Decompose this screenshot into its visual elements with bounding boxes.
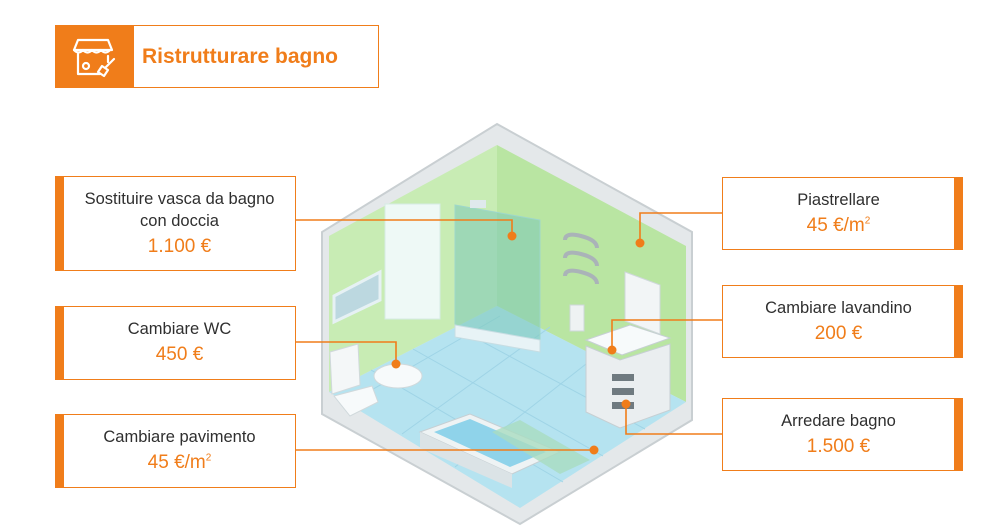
card-floor-label: Cambiare pavimento — [103, 428, 256, 446]
connectors — [296, 212, 722, 451]
wall-cabinet — [332, 269, 382, 325]
connector-wc — [296, 341, 397, 364]
card-shower-label-1: Sostituire vasca da bagno — [84, 189, 275, 208]
connector-furniture — [625, 404, 722, 435]
page-title: Ristrutturare bagno — [142, 44, 339, 68]
header-box: Ristrutturare bagno — [55, 25, 379, 88]
floor — [329, 306, 686, 508]
shower-head — [470, 200, 486, 208]
card-floor: Cambiare pavimento 45 €/m2 — [55, 414, 296, 488]
header-icon-bg — [56, 26, 134, 87]
dot-wc — [391, 359, 401, 369]
card-floor-price-wrap: 45 €/m2 — [148, 450, 212, 476]
connector-sink — [611, 319, 722, 350]
wc-bowl — [333, 385, 379, 417]
dot-sink — [607, 345, 617, 355]
connector-dots — [391, 231, 645, 455]
card-shower-price: 1.100 € — [147, 235, 212, 257]
connector-shower — [296, 219, 513, 236]
card-tiles-price: 45 €/m — [806, 214, 865, 236]
card-sink: Cambiare lavandino 200 € — [722, 285, 963, 358]
bath-mat — [492, 420, 590, 474]
card-furniture: Arredare bagno 1.500 € — [722, 398, 963, 471]
paper-holder — [569, 304, 585, 332]
towel-radiator — [563, 232, 599, 285]
card-floor-price: 45 €/m — [147, 452, 206, 473]
card-furniture-price: 1.500 € — [806, 435, 871, 457]
card-tiles-label: Piastrellare — [797, 190, 880, 209]
wc-tank — [329, 343, 361, 395]
card-wc-label: Cambiare WC — [127, 320, 232, 338]
window — [384, 203, 441, 320]
sink-unit — [585, 343, 671, 429]
shop-renovation-icon — [72, 38, 116, 78]
card-tiles-price-wrap: 45 €/m2 — [807, 213, 871, 239]
card-shower-label-2: con doccia — [140, 211, 219, 230]
card-sink-label: Cambiare lavandino — [765, 298, 912, 317]
card-sink-price: 200 € — [814, 322, 863, 344]
dot-tiles — [635, 238, 645, 248]
card-floor-price-sup: 2 — [205, 452, 212, 464]
dot-furniture — [621, 399, 631, 409]
card-furniture-label: Arredare bagno — [781, 411, 896, 430]
card-tiles-price-sup: 2 — [864, 215, 871, 227]
card-shower: Sostituire vasca da bagno con doccia 1.1… — [55, 176, 296, 271]
bathtub-side — [420, 432, 512, 488]
dot-shower — [507, 231, 517, 241]
connector-tiles — [639, 212, 722, 243]
card-tiles: Piastrellare 45 €/m2 — [722, 177, 963, 250]
shower-tray — [454, 324, 541, 353]
card-wc-price: 450 € — [155, 344, 204, 365]
card-wc: Cambiare WC 450 € — [55, 306, 296, 380]
bathtub-water — [434, 419, 546, 467]
mirror — [624, 271, 661, 335]
dot-floor — [589, 445, 599, 455]
shower-glass — [454, 204, 541, 341]
